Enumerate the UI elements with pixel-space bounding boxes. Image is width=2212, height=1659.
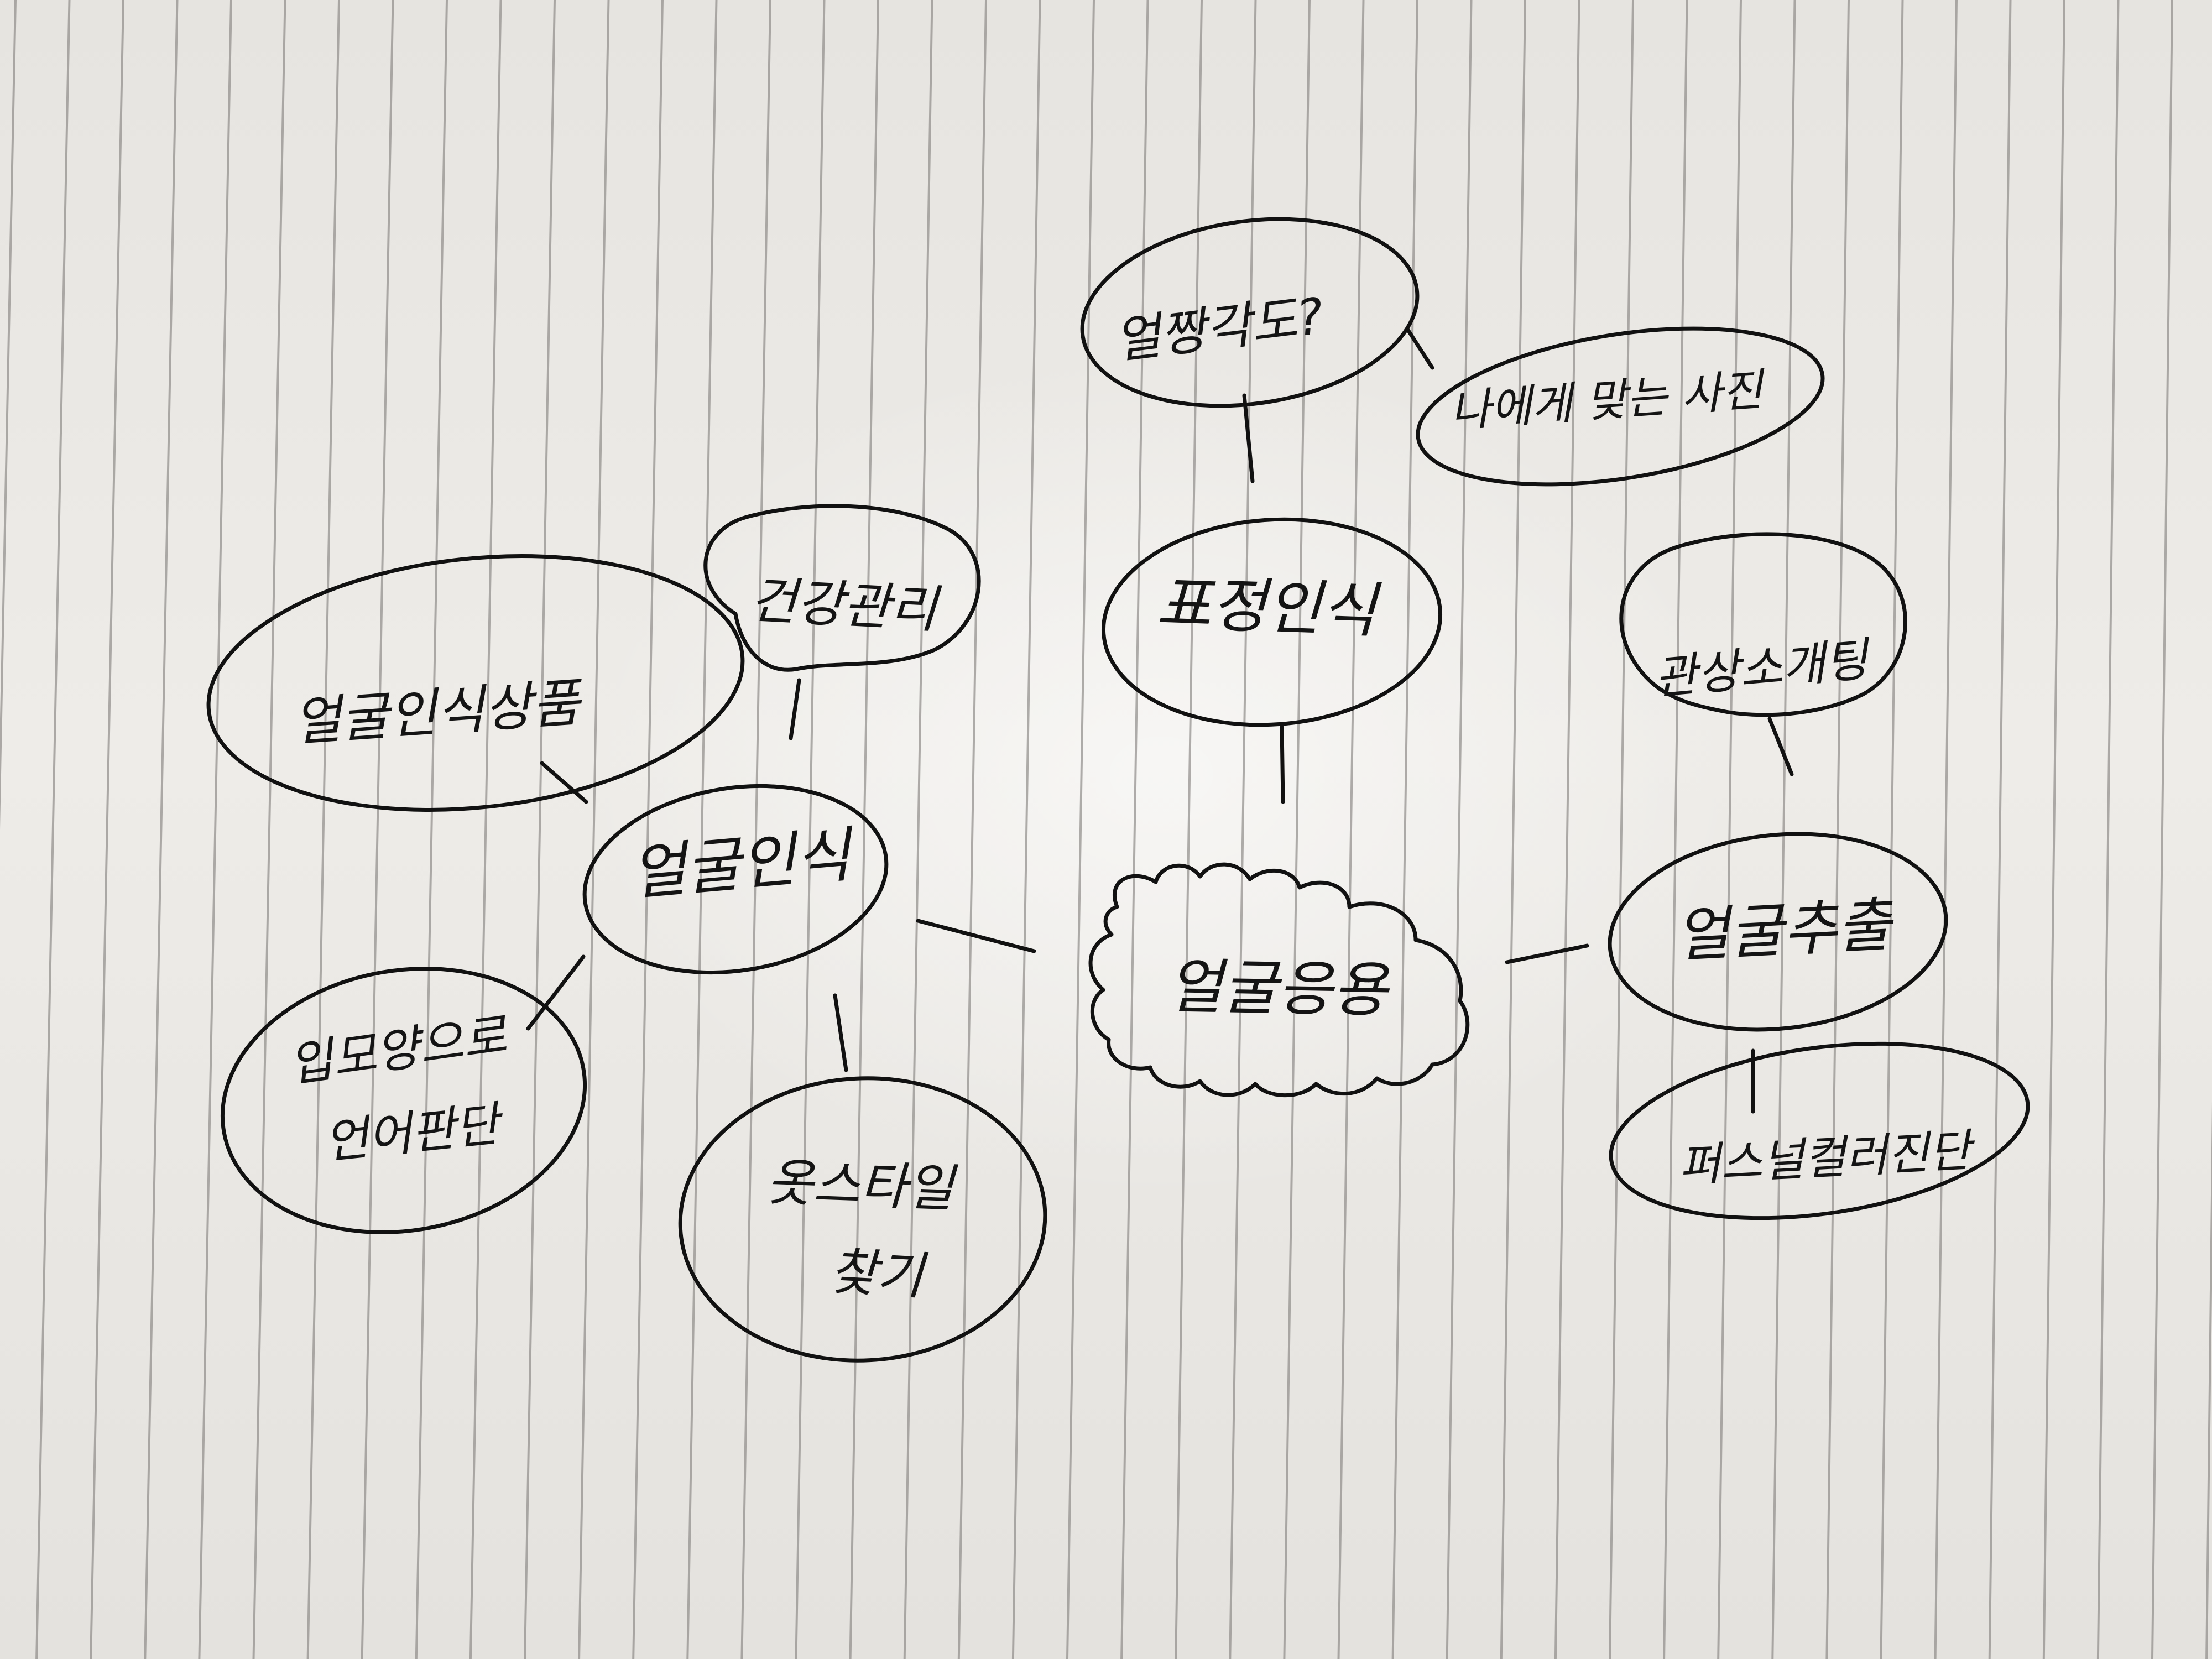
node-lip-shape: 입모양으로 언어판단 xyxy=(220,967,587,1234)
paper-rule-line xyxy=(415,0,448,1659)
paper-rule-line xyxy=(1500,0,1526,1659)
paper-rule-line xyxy=(1446,0,1473,1659)
paper-rule-line xyxy=(2205,1101,2212,1659)
node-recognition-product: 얼굴인식상품 xyxy=(206,554,745,812)
paper-rule-line xyxy=(306,0,340,1659)
paper-rule-line xyxy=(1337,0,1365,1659)
paper-rule-line xyxy=(686,0,718,1659)
connector-expression-center xyxy=(1280,725,1285,804)
node-center-cloud xyxy=(1088,862,1470,1098)
connector-center-extraction xyxy=(1505,943,1589,964)
node-shot-angle: 얼짱각도? xyxy=(1080,217,1420,408)
connector-product-recognition xyxy=(540,761,588,804)
node-personal-color-label: 퍼스널컬러진단 xyxy=(1678,1124,1978,1192)
node-expression-label: 표정인식 xyxy=(1155,569,1382,646)
paper-rule-line xyxy=(1934,0,1958,1659)
node-physiognomy: 관상소개팅 xyxy=(1619,532,1907,717)
paper-rule-line xyxy=(795,0,826,1659)
paper-rule-line xyxy=(578,0,610,1659)
node-recognition-label: 얼굴인식 xyxy=(628,820,858,909)
node-health-label: 건강관리 xyxy=(748,571,942,640)
node-health: 건강관리 xyxy=(703,504,981,672)
node-shot-angle-bubble xyxy=(1080,217,1420,408)
paper-rule-line xyxy=(144,0,179,1659)
node-extraction-bubble xyxy=(1608,832,1948,1032)
paper-rule-line xyxy=(198,0,232,1659)
node-clothing-line1: 옷스타일 xyxy=(765,1153,958,1219)
paper-rule-line xyxy=(1717,0,1742,1659)
node-recognition-product-bubble xyxy=(206,554,745,812)
paper-rule-line xyxy=(1283,0,1311,1659)
paper-rule-line xyxy=(2151,0,2173,1659)
node-personal-color-bubble xyxy=(1609,1041,2030,1220)
node-lip-shape-bubble xyxy=(220,967,587,1234)
paper-rule-line xyxy=(632,0,664,1659)
paper-rule-line xyxy=(1066,0,1095,1659)
paper-rule-line xyxy=(361,0,394,1659)
paper-rule-line xyxy=(469,0,502,1659)
paper-rule-line xyxy=(1880,0,1904,1659)
paper-rule-line xyxy=(740,0,771,1659)
connectors xyxy=(526,327,1794,1114)
connector-recognition-center xyxy=(916,919,1036,953)
node-center-label: 얼굴응용 xyxy=(1167,952,1391,1025)
node-physiognomy-label: 관상소개팅 xyxy=(1652,632,1874,705)
paper-rule-line xyxy=(1825,0,1850,1659)
node-best-photo-bubble xyxy=(1416,326,1825,487)
node-extraction-label: 얼굴추출 xyxy=(1674,890,1896,970)
node-center: 얼굴응용 xyxy=(1088,862,1470,1098)
paper-rule-line xyxy=(2096,0,2120,1659)
connector-health-recognition xyxy=(789,678,801,740)
paper-rule-line xyxy=(35,0,71,1659)
connector-recognition-lip xyxy=(526,954,586,1031)
paper-rule-line xyxy=(1011,0,1041,1659)
node-best-photo: 나에게 맞는 사진 xyxy=(1416,326,1825,487)
paper-rule-line xyxy=(903,0,933,1659)
node-shot-angle-label: 얼짱각도? xyxy=(1112,287,1327,370)
node-clothing: 옷스타일 찾기 xyxy=(678,1076,1047,1363)
paper-rule-line xyxy=(2042,0,2065,1659)
connector-recognition-clothing xyxy=(833,993,848,1072)
node-health-bubble xyxy=(703,504,981,672)
paper-rule-line xyxy=(0,0,17,830)
paper-rule-line xyxy=(1229,0,1257,1659)
node-expression-bubble xyxy=(1101,517,1443,727)
node-recognition-product-label: 얼굴인식상품 xyxy=(291,672,586,753)
paper-rule-line xyxy=(1609,0,1634,1659)
paper-rule-line xyxy=(1120,0,1149,1659)
connector-angle-bestphoto xyxy=(1405,327,1434,370)
paper-rule-line xyxy=(1771,0,1796,1659)
node-extraction: 얼굴추출 xyxy=(1608,832,1948,1032)
paper-rule-line xyxy=(252,0,286,1659)
node-recognition-bubble xyxy=(582,784,889,975)
paper-rule-line xyxy=(957,0,987,1659)
paper-rule-line xyxy=(1988,0,2012,1659)
paper-rule-line xyxy=(849,0,879,1659)
connector-angle-expression xyxy=(1242,393,1255,483)
paper-rule-line xyxy=(1175,0,1203,1659)
connector-physiognomy-extraction xyxy=(1767,717,1794,776)
node-clothing-line2: 찾기 xyxy=(828,1242,929,1306)
node-personal-color: 퍼스널컬러진단 xyxy=(1609,1041,2030,1220)
paper-rule-line xyxy=(1554,0,1580,1659)
node-physiognomy-bubble xyxy=(1619,532,1907,717)
node-lip-shape-line2: 언어판단 xyxy=(322,1096,507,1170)
node-best-photo-label: 나에게 맞는 사진 xyxy=(1448,364,1768,437)
node-clothing-bubble xyxy=(678,1076,1047,1363)
paper-rule-line xyxy=(90,0,124,1659)
node-expression: 표정인식 xyxy=(1101,517,1443,727)
node-recognition: 얼굴인식 xyxy=(582,784,889,975)
paper-rule-line xyxy=(524,0,556,1659)
node-lip-shape-line1: 입모양으로 xyxy=(285,1008,512,1093)
paper-rule-line xyxy=(1663,0,1688,1659)
